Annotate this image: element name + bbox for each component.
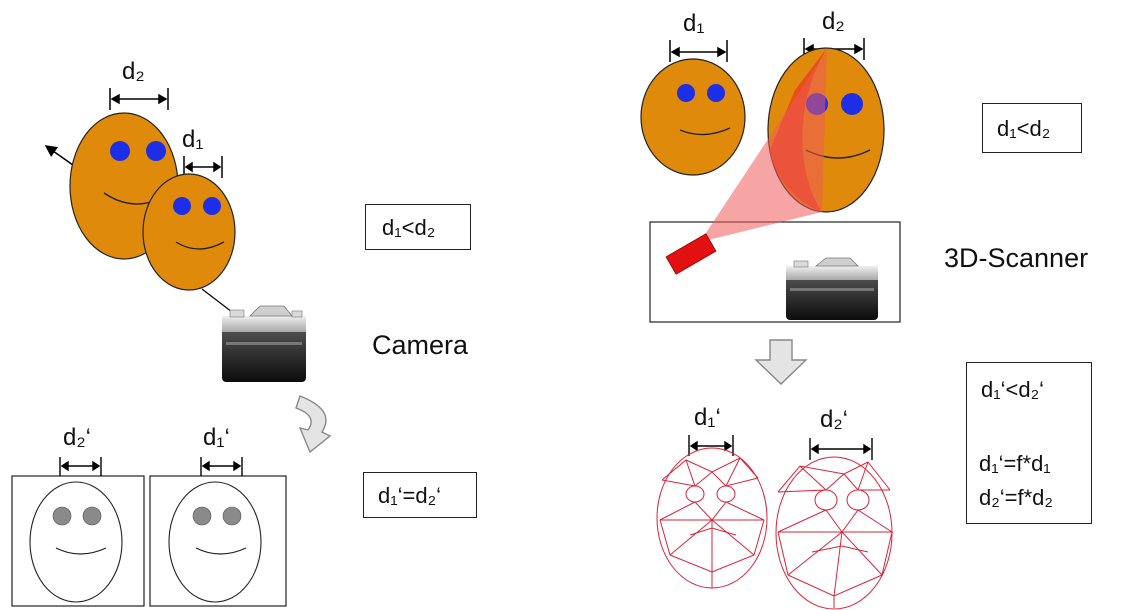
camera-icon <box>786 257 878 320</box>
label-d2-prime-left: d₂‘ <box>63 424 91 451</box>
laser-icon <box>665 233 717 275</box>
eye <box>677 84 695 102</box>
line-of-sight <box>201 288 233 313</box>
dimension-d1-prime-right <box>688 435 734 456</box>
dimension-d1-left <box>183 156 223 178</box>
result-box: d₁‘<d₂‘ d₁‘=f*d₁ d₂‘=f*d₂ <box>966 362 1092 524</box>
dimension-d1-right <box>669 40 728 62</box>
label-d1-right: d₁ <box>683 10 705 37</box>
relation-text-left: d₁<d₂ <box>382 215 436 240</box>
eye <box>203 197 221 215</box>
curved-arrow-icon <box>295 395 332 454</box>
relation-text-image: d₁‘=d₂‘ <box>378 483 442 508</box>
eye <box>841 93 863 115</box>
camera-icon <box>222 305 306 382</box>
dimension-d2-left <box>109 88 169 110</box>
result-line-3: d₂‘=f*d₂ <box>979 485 1053 510</box>
small-face-left <box>142 173 236 291</box>
label-d1-prime-left: d₁‘ <box>203 424 230 451</box>
mesh-face-large <box>775 456 894 610</box>
label-d2-right: d₂ <box>822 8 845 35</box>
label-d1-prime-right: d₁‘ <box>694 404 721 431</box>
laser-beam <box>700 50 827 242</box>
dimension-d1-prime-left <box>200 457 243 476</box>
label-d2-left: d₂ <box>122 58 145 85</box>
result-line-1: d₁‘<d₂‘ <box>981 377 1045 402</box>
relation-box-left: d₁<d₂ <box>365 204 471 250</box>
mesh-face-small <box>656 447 768 589</box>
relation-box-image: d₁‘=d₂‘ <box>363 472 477 518</box>
dimension-d2-prime-right <box>809 438 873 460</box>
result-line-2: d₁‘=f*d₁ <box>979 451 1051 476</box>
down-arrow-icon <box>754 339 808 385</box>
label-d2-prime-right: d₂‘ <box>820 406 848 433</box>
eye <box>173 197 191 215</box>
image-frame-1 <box>11 475 145 607</box>
label-d1-left: d₁ <box>182 126 204 153</box>
relation-text-right: d₁<d₂ <box>997 116 1051 141</box>
camera-label: Camera <box>372 330 469 360</box>
eye <box>110 141 130 161</box>
relation-box-right: d₁<d₂ <box>982 103 1082 153</box>
dimension-d2-prime-left <box>59 457 102 476</box>
image-frame-2 <box>149 475 287 607</box>
scanner-label: 3D-Scanner <box>944 243 1089 273</box>
eye <box>146 141 166 161</box>
eye <box>707 84 725 102</box>
small-face-right <box>640 58 746 176</box>
